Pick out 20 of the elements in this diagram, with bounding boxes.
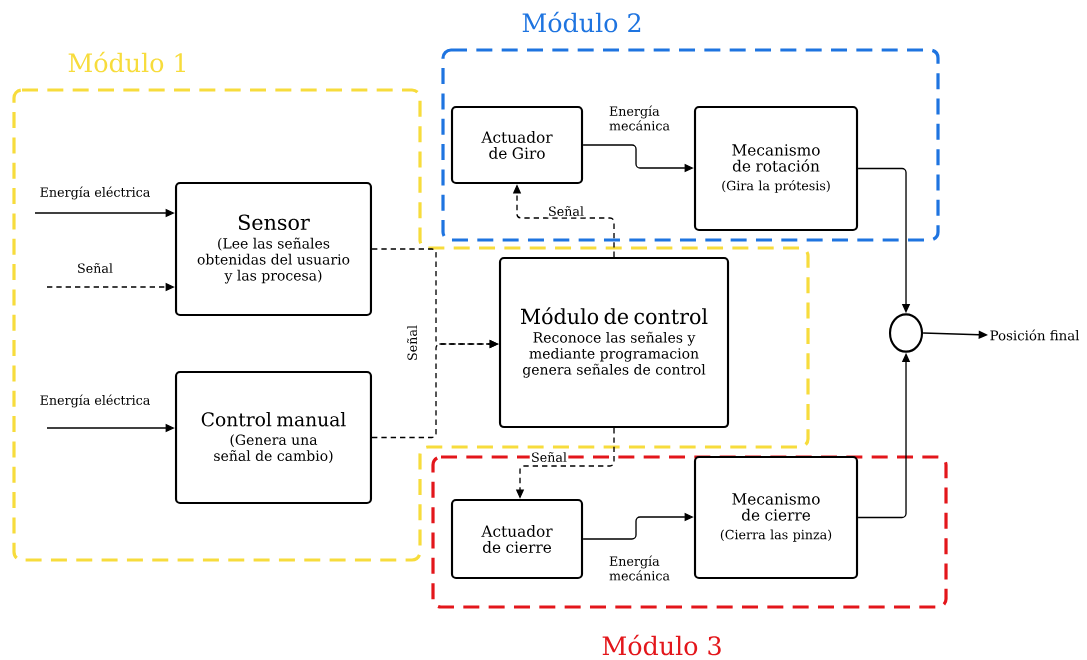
edge-label: Señal (405, 323, 419, 363)
process-box: Módulo de control Reconoce las señales y mediante programacion genera señales de control (498, 256, 730, 429)
output-label: Posición final (990, 329, 1080, 341)
module-title: Módulo 3 (602, 634, 721, 656)
edge-label: Energía eléctrica (38, 393, 152, 409)
process-box: Sensor (Lee las señales obtenidas del usuario y las procesa) (174, 181, 373, 317)
edge-label: Señal (529, 450, 569, 464)
edge-label: Energía mecánica (607, 104, 670, 132)
edge-label: Señal (75, 261, 115, 275)
process-box: Actuador de cierre (450, 498, 584, 580)
process-box: Mecanismo de rotación (Gira la prótesis) (693, 105, 859, 232)
edge-label: Señal (546, 204, 586, 218)
module-title: Módulo 1 (68, 51, 185, 73)
process-box: Actuador de Giro (450, 105, 584, 185)
process-box: Control manual (Genera una señal de cambio) (174, 370, 373, 505)
edge-label: Energía eléctrica (38, 185, 152, 201)
summing-junction (888, 313, 924, 353)
edge-label: Energía mecánica (607, 554, 670, 582)
process-box: Mecanismo de cierre (Cierra las pinza) (693, 455, 859, 580)
module-title: Módulo 2 (522, 11, 641, 33)
